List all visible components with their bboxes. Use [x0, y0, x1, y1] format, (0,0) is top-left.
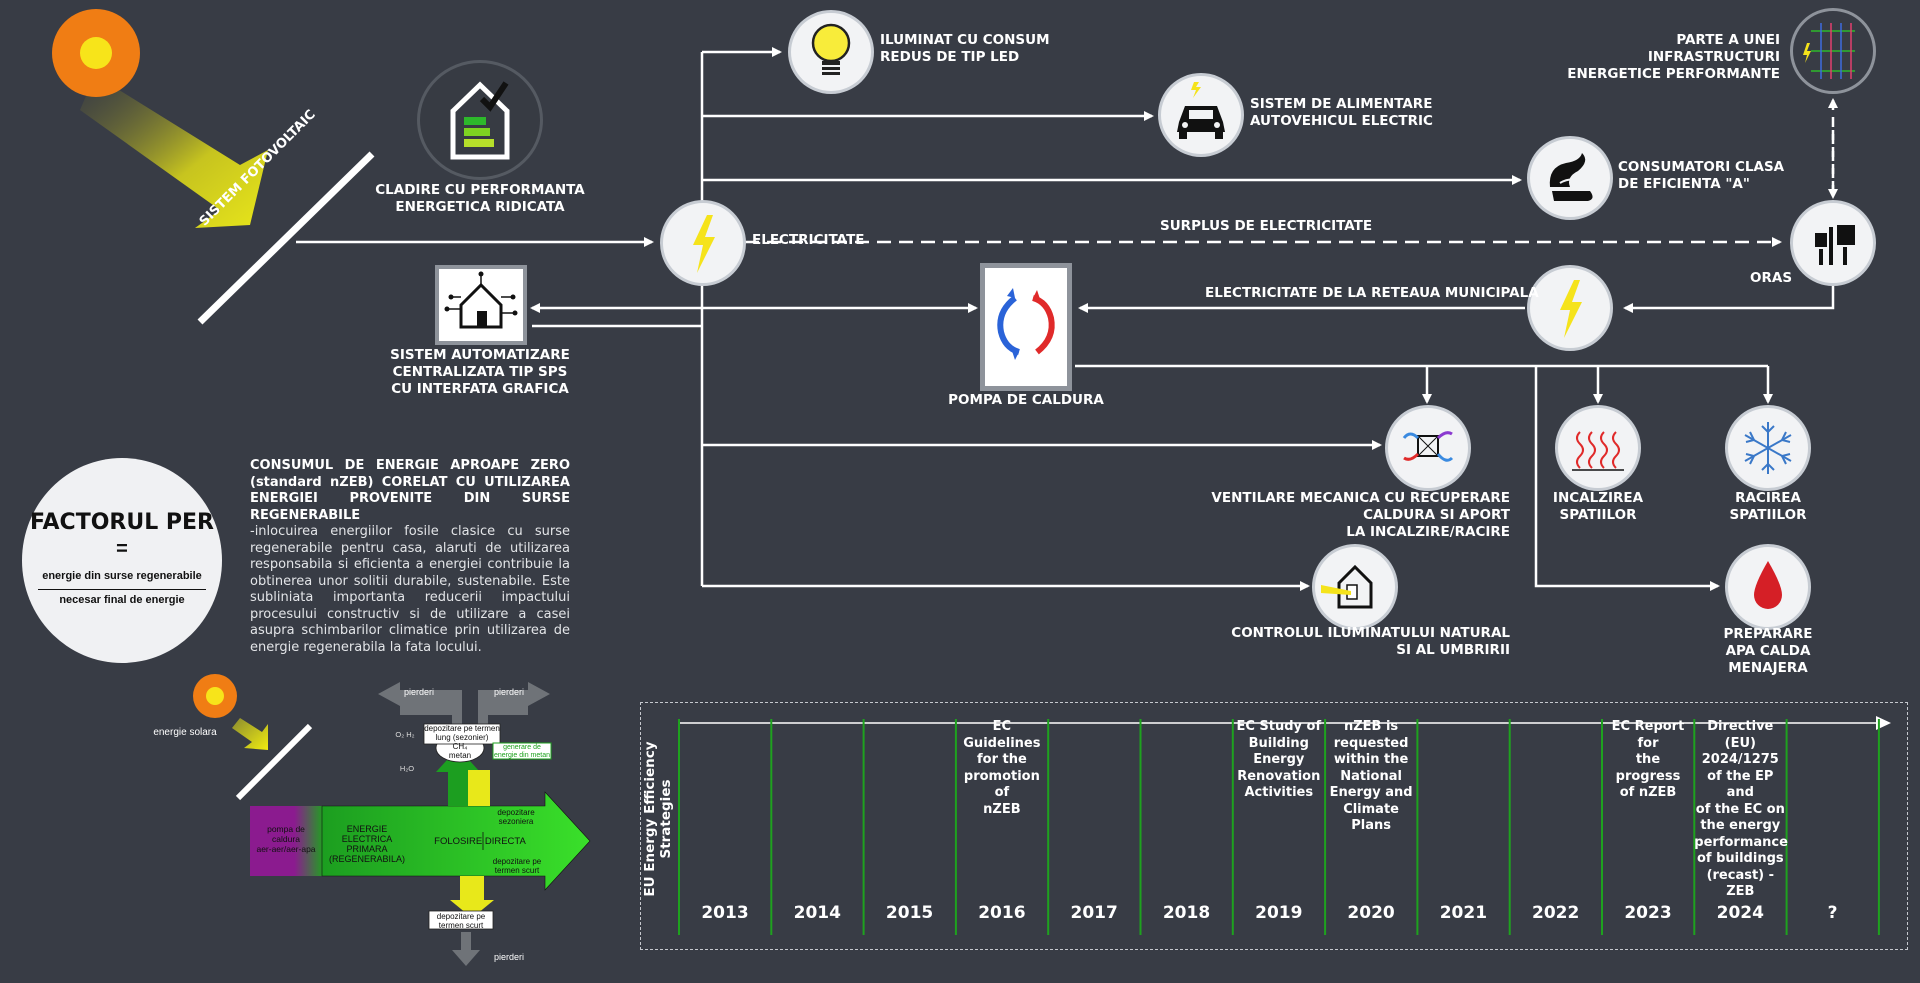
timeline-event: EC Report for the progress of nZEB: [1611, 719, 1685, 800]
bulb-icon: [788, 10, 874, 94]
pv-panel: [197, 151, 375, 325]
led-label: ILUMINAT CU CONSUM REDUS DE TIP LED: [880, 32, 1050, 65]
heating-label: INCALZIREA SPATIILOR: [1552, 490, 1644, 523]
grid-electricity-icon: [1527, 265, 1613, 351]
per-factor-circle: FACTORUL PER = energie din surse regener…: [22, 458, 222, 663]
automation-label: SISTEM AUTOMATIZARE CENTRALIZATA TIP SPS…: [390, 347, 570, 397]
energy-flow-sankey: [193, 674, 591, 966]
timeline-year: 2020: [1347, 903, 1395, 923]
sankey-primary: ENERGIE ELECTRICA PRIMARA (REGENERABILA): [328, 824, 406, 864]
timeline-year: ?: [1827, 903, 1838, 923]
sankey-seasonal: depozitare sezoniera: [497, 808, 535, 826]
timeline-year: 2022: [1532, 903, 1580, 923]
ventilation-icon: [1385, 405, 1471, 491]
surplus-label: SURPLUS DE ELECTRICITATE: [1160, 218, 1373, 234]
hot-water-label: PREPARARE APA CALDA MENAJERA: [1723, 626, 1813, 676]
sankey-o2h2: O₂ H₂: [395, 730, 415, 739]
infrastructure-label: PARTE A UNEI INFRASTRUCTURI ENERGETICE P…: [1567, 32, 1780, 82]
ev-charging-label: SISTEM DE ALIMENTARE AUTOVEHICUL ELECTRI…: [1250, 96, 1433, 129]
sankey-short-right: depozitare pe termen scurt: [492, 857, 542, 875]
timeline-axis: [678, 716, 1891, 935]
sankey-losses-left: pierderi: [403, 687, 434, 697]
per-numerator: energie din surse regenerabile: [42, 570, 202, 582]
cooling-label: RACIREA SPATIILOR: [1729, 490, 1807, 523]
cooling-icon: [1725, 405, 1811, 491]
timeline-event: nZEB is requested within the National En…: [1329, 719, 1413, 833]
sankey-losses-right: pierderi: [493, 687, 524, 697]
timeline-year: 2024: [1716, 903, 1764, 923]
timeline-event: Directive (EU) 2024/1275 of the EP and o…: [1694, 719, 1788, 899]
sun-icon: [52, 9, 268, 228]
automation-icon[interactable]: [435, 265, 527, 345]
sankey-h2o: H₂O: [399, 764, 415, 773]
nzeb-body: -inlocuirea energiilor fosile clasice cu…: [250, 524, 570, 655]
sankey-solar-label: energie solara: [153, 727, 217, 738]
nzeb-heading: CONSUMUL DE ENERGIE APROAPE ZERO (standa…: [250, 458, 570, 523]
heating-icon: [1555, 405, 1641, 491]
car-icon: [1158, 73, 1244, 157]
timeline-year: 2019: [1255, 903, 1303, 923]
nzeb-description: CONSUMUL DE ENERGIE APROAPE ZERO (standa…: [250, 458, 570, 656]
city-label: ORAS: [1750, 270, 1793, 286]
timeline-event: EC Study of Building Energy Renovation A…: [1236, 719, 1322, 800]
timeline-year: 2013: [701, 903, 749, 923]
timeline-year: 2018: [1162, 903, 1211, 923]
grid-network-icon: [1790, 8, 1876, 94]
lighting-control-label: CONTROLUL ILUMINATULUI NATURAL SI AL UMB…: [1231, 625, 1510, 658]
timeline-year: 2016: [978, 903, 1026, 923]
per-fraction-line: [38, 589, 206, 590]
consumers-label: CONSUMATORI CLASA DE EFICIENTA "A": [1618, 159, 1785, 192]
timeline-year: 2023: [1624, 903, 1672, 923]
ventilation-label: VENTILARE MECANICA CU RECUPERARE CALDURA…: [1211, 490, 1510, 540]
timeline-year: 2021: [1439, 903, 1488, 923]
sankey-direct-use: FOLOSIRE DIRECTA: [434, 836, 526, 847]
eu-timeline: EU Energy Efficiency Strategies 2013 2014…: [640, 702, 1908, 950]
per-denominator: necesar final de energie: [59, 594, 185, 606]
sankey-losses-bottom: pierderi: [493, 952, 524, 962]
per-title: FACTORUL PER: [30, 510, 214, 535]
building-icon: [417, 60, 543, 180]
hot-water-icon: [1725, 544, 1811, 630]
electricity-icon[interactable]: [660, 200, 746, 286]
timeline-title: EU Energy Efficiency Strategies: [642, 741, 674, 897]
per-equals: =: [116, 538, 128, 560]
timeline-event: EC Guidelines for the promotion of nZEB: [963, 719, 1041, 817]
sankey-methane-gen: generare de energie din metan: [493, 744, 551, 759]
timeline-year: 2017: [1070, 903, 1118, 923]
appliance-icon: [1527, 136, 1613, 220]
lighting-control-icon: [1312, 544, 1398, 630]
heat-pump-icon[interactable]: [980, 263, 1072, 391]
sankey-short-bottom: depozitare pe termen scurt: [436, 912, 486, 930]
timeline-year: 2014: [793, 903, 841, 923]
sankey-heat-pump: pompa de caldura aer-aer/aer-apa: [256, 824, 316, 854]
timeline-year: 2015: [885, 903, 934, 923]
sankey-methane: CH₄ metan: [448, 742, 472, 760]
sankey-storage-long: depozitare pe termen lung (sezonier): [424, 724, 500, 742]
building-label: CLADIRE CU PERFORMANTA ENERGETICA RIDICA…: [375, 182, 585, 215]
city-icon[interactable]: [1790, 200, 1876, 286]
electricity-label: ELECTRICITATE: [752, 232, 865, 248]
grid-label: ELECTRICITATE DE LA RETEAUA MUNICIPALA: [1205, 285, 1539, 301]
heat-pump-label: POMPA DE CALDURA: [948, 392, 1104, 408]
